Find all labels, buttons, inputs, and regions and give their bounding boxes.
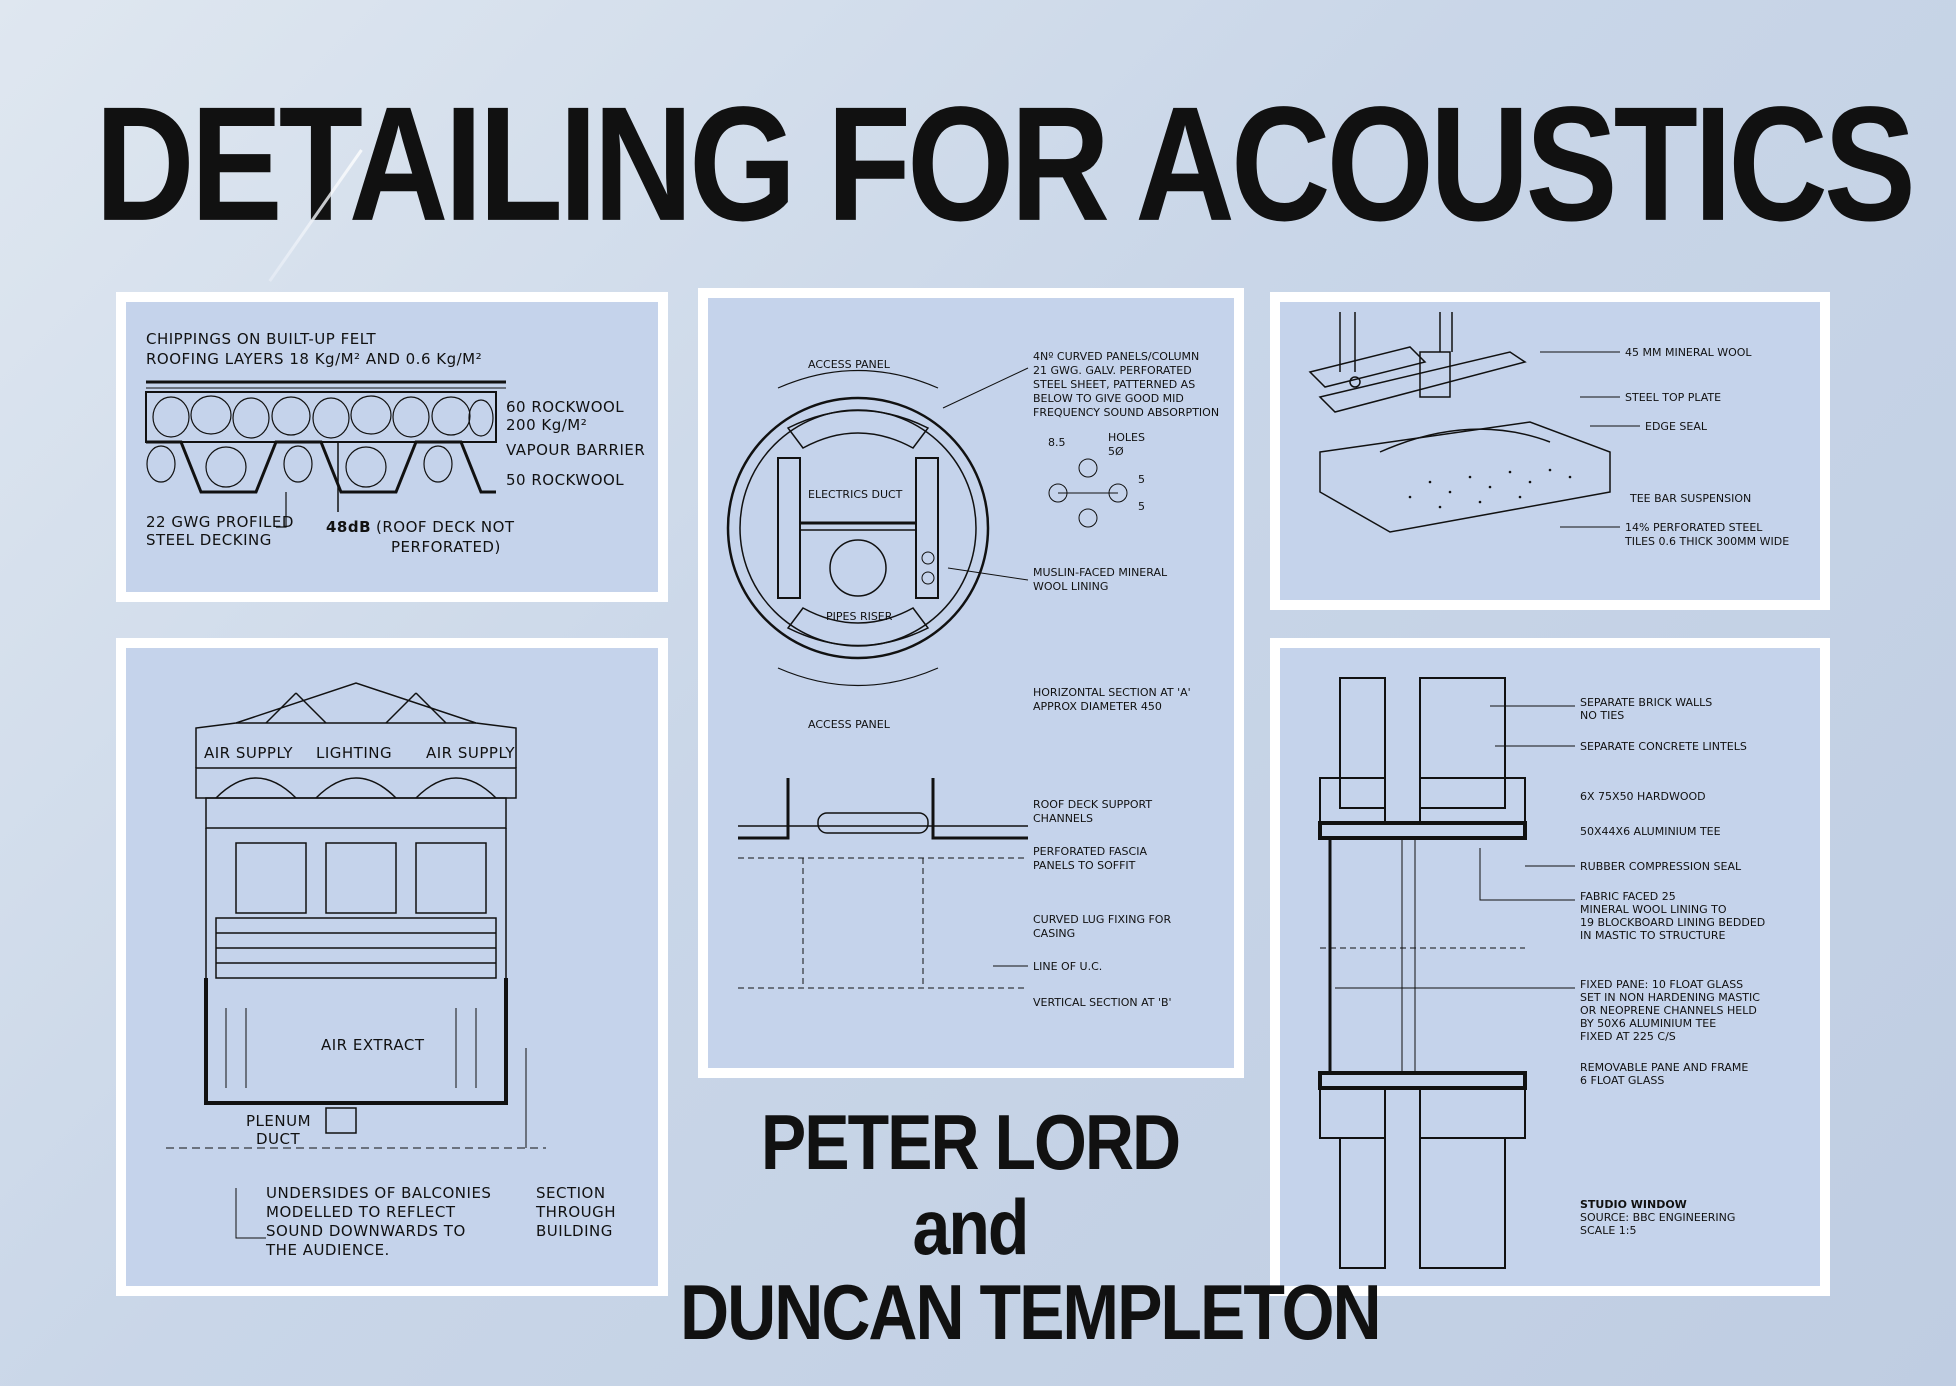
label-holes-2: 5Ø (1108, 445, 1124, 458)
label-rockwool-60-1: 60 ROCKWOOL (506, 398, 624, 416)
label-tiles-2: TILES 0.6 THICK 300MM WIDE (1624, 535, 1789, 548)
label-hardwood: 6X 75X50 HARDWOOD (1580, 790, 1706, 803)
label-balconies-3: SOUND DOWNWARDS TO (266, 1222, 466, 1240)
label-fixed-4: BY 50X6 ALUMINIUM TEE (1580, 1017, 1716, 1030)
label-curved-2: 21 GWG. GALV. PERFORATED (1033, 364, 1192, 377)
author-2: DUNCAN TEMPLETON (680, 1269, 1382, 1357)
label-removable-2: 6 FLOAT GLASS (1580, 1074, 1664, 1087)
label-plenum-2: DUCT (256, 1130, 301, 1148)
label-rockwool-50: 50 ROCKWOOL (506, 471, 624, 489)
label-plenum-1: PLENUM (246, 1112, 311, 1130)
label-line-uc: LINE OF U.C. (1033, 960, 1102, 973)
label-hsection-1: HORIZONTAL SECTION AT 'A' (1033, 686, 1191, 699)
label-dim-5b: 5 (1138, 500, 1145, 513)
label-fascia-1: PERFORATED FASCIA (1033, 845, 1147, 858)
label-electrics: ELECTRICS DUCT (808, 488, 903, 501)
author-1: PETER LORD (760, 1098, 1181, 1187)
roof-drawing: CHIPPINGS ON BUILT-UP FELT ROOFING LAYER… (145, 330, 645, 556)
label-curved-4: BELOW TO GIVE GOOD MID (1033, 392, 1184, 405)
label-studio-2: SOURCE: BBC ENGINEERING (1580, 1211, 1735, 1224)
label-removable-1: REMOVABLE PANE AND FRAME (1580, 1061, 1748, 1074)
label-air-supply-left: AIR SUPPLY (204, 744, 293, 762)
panel-duct-section: ACCESS PANEL ELECTRICS DUCT PIPES RISER … (698, 288, 1244, 1078)
label-fabric-3: 19 BLOCKBOARD LINING BEDDED (1580, 916, 1765, 929)
label-fabric-4: IN MASTIC TO STRUCTURE (1580, 929, 1725, 942)
label-curved-1: 4Nº CURVED PANELS/COLUMN (1033, 350, 1199, 363)
label-hsection-2: APPROX DIAMETER 450 (1033, 700, 1162, 713)
label-note-2: PERFORATED) (391, 538, 501, 556)
label-curved-5: FREQUENCY SOUND ABSORPTION (1033, 406, 1219, 419)
label-access-bottom: ACCESS PANEL (808, 718, 891, 731)
label-fabric-2: MINERAL WOOL LINING TO (1580, 903, 1727, 916)
label-studio-1: STUDIO WINDOW (1580, 1198, 1687, 1211)
duct-drawing: ACCESS PANEL ELECTRICS DUCT PIPES RISER … (726, 350, 1219, 1009)
label-curved-3: STEEL SHEET, PATTERNED AS (1033, 378, 1195, 391)
label-vsection: VERTICAL SECTION AT 'B' (1033, 996, 1172, 1009)
label-section-1: SECTION (536, 1184, 606, 1202)
panel-roof-section: CHIPPINGS ON BUILT-UP FELT ROOFING LAYER… (116, 292, 668, 602)
label-tiles-1: 14% PERFORATED STEEL (1625, 521, 1763, 534)
label-fascia-2: PANELS TO SOFFIT (1033, 859, 1136, 872)
label-lintels: SEPARATE CONCRETE LINTELS (1580, 740, 1747, 753)
label-air-supply-right: AIR SUPPLY (426, 744, 515, 762)
label-decking-1: 22 GWG PROFILED (146, 513, 294, 531)
label-rubber: RUBBER COMPRESSION SEAL (1580, 860, 1742, 873)
label-pipes: PIPES RISER (826, 610, 893, 623)
label-tee: 50X44X6 ALUMINIUM TEE (1580, 825, 1721, 838)
panel-studio-window: SEPARATE BRICK WALLS NO TIES SEPARATE CO… (1270, 638, 1830, 1296)
label-fabric-1: FABRIC FACED 25 (1580, 890, 1676, 903)
label-chippings-1: CHIPPINGS ON BUILT-UP FELT (146, 330, 376, 348)
label-section-3: BUILDING (536, 1222, 613, 1240)
label-fixed-3: OR NEOPRENE CHANNELS HELD (1580, 1004, 1757, 1017)
label-muslin-1: MUSLIN-FACED MINERAL (1033, 566, 1168, 579)
label-balconies-2: MODELLED TO REFLECT (266, 1203, 456, 1221)
ceiling-drawing: 45 MM MINERAL WOOL STEEL TOP PLATE EDGE … (1308, 312, 1789, 548)
label-vapour: VAPOUR BARRIER (506, 441, 645, 459)
author-conjunction: and (912, 1183, 1030, 1272)
label-edge-seal: EDGE SEAL (1645, 420, 1708, 433)
authors-block: PETER LORD and DUNCAN TEMPLETON (680, 1098, 1382, 1357)
label-decking-2: STEEL DECKING (146, 531, 272, 549)
label-dim-5a: 5 (1138, 473, 1145, 486)
label-lug-1: CURVED LUG FIXING FOR (1033, 913, 1171, 926)
label-roofdeck-2: CHANNELS (1033, 812, 1093, 825)
label-studio-3: SCALE 1:5 (1580, 1224, 1636, 1237)
label-roofdeck-1: ROOF DECK SUPPORT (1033, 798, 1152, 811)
label-access-top: ACCESS PANEL (808, 358, 891, 371)
label-balconies-4: THE AUDIENCE. (265, 1241, 390, 1259)
label-rockwool-60-2: 200 Kg/M² (506, 416, 587, 434)
window-drawing: SEPARATE BRICK WALLS NO TIES SEPARATE CO… (1318, 677, 1765, 1269)
label-holes-1: HOLES (1108, 431, 1145, 444)
label-fixed-2: SET IN NON HARDENING MASTIC (1580, 991, 1760, 1004)
label-mineral-wool: 45 MM MINERAL WOOL (1625, 346, 1752, 359)
label-balconies-1: UNDERSIDES OF BALCONIES (266, 1184, 491, 1202)
label-brick-1: SEPARATE BRICK WALLS (1580, 696, 1712, 709)
label-steel-top: STEEL TOP PLATE (1625, 391, 1721, 404)
label-lug-2: CASING (1033, 927, 1075, 940)
label-fixed-5: FIXED AT 225 C/S (1580, 1030, 1676, 1043)
label-dim-85: 8.5 (1048, 436, 1066, 449)
label-air-extract: AIR EXTRACT (321, 1036, 425, 1054)
label-muslin-2: WOOL LINING (1033, 580, 1108, 593)
label-lighting: LIGHTING (316, 744, 392, 762)
label-db: 48dB (326, 518, 371, 536)
theatre-drawing: AIR SUPPLY LIGHTING AIR SUPPLY AIR EXTRA… (166, 682, 616, 1259)
label-section-2: THROUGH (535, 1203, 616, 1221)
label-note-1: (ROOF DECK NOT (376, 518, 515, 536)
label-chippings-2: ROOFING LAYERS 18 Kg/M² AND 0.6 Kg/M² (146, 350, 482, 368)
label-fixed-1: FIXED PANE: 10 FLOAT GLASS (1580, 978, 1743, 991)
label-tee-bar: TEE BAR SUSPENSION (1629, 492, 1751, 505)
panel-theatre-section: AIR SUPPLY LIGHTING AIR SUPPLY AIR EXTRA… (116, 638, 668, 1296)
panel-ceiling-tile: 45 MM MINERAL WOOL STEEL TOP PLATE EDGE … (1270, 292, 1830, 610)
book-title: DETAILING FOR ACOUSTICS (95, 73, 1916, 256)
label-brick-2: NO TIES (1580, 709, 1624, 722)
